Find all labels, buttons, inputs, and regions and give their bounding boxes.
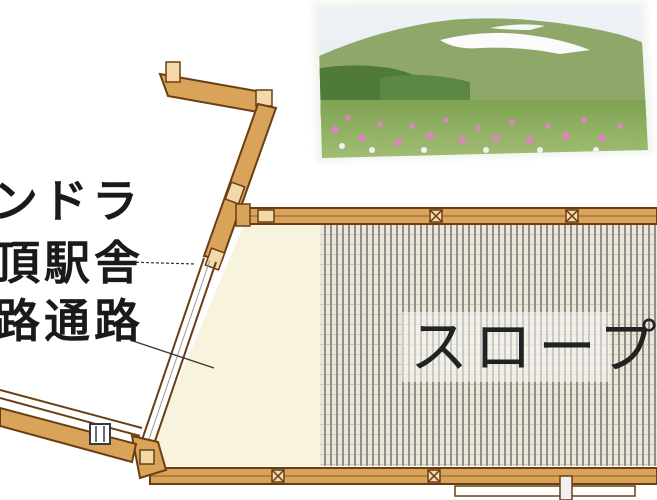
station-floor — [148, 222, 320, 466]
corridor-wall — [130, 61, 278, 480]
meadow-photo — [312, 0, 654, 162]
label-gondola: ンドラ — [0, 174, 142, 228]
leader-lines — [125, 261, 215, 369]
slope-label-backdrop — [402, 312, 610, 382]
slope-label: スロープ — [410, 313, 657, 381]
top-wall — [237, 207, 657, 225]
label-summit-station: 頂駅舎 — [0, 236, 144, 290]
label-connecting-passage: 路通路 — [0, 294, 144, 348]
lower-passage — [0, 389, 143, 464]
bottom-wall — [149, 467, 657, 500]
